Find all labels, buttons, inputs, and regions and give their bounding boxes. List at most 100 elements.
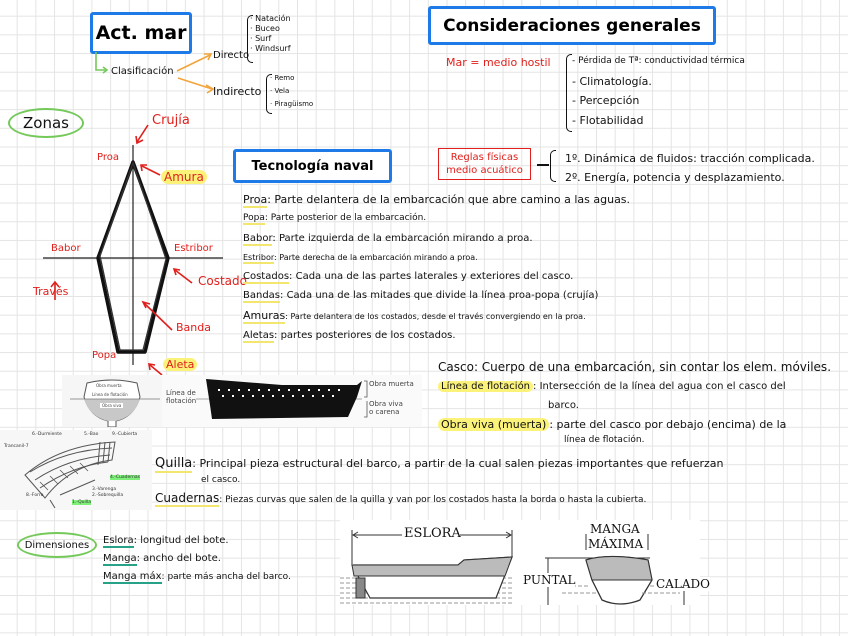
- indirecto-item: · Vela: [270, 87, 290, 95]
- def-cont: barco.: [548, 400, 579, 411]
- right-obra-muerta: Obra muerta: [369, 380, 414, 388]
- definition-row: Bandas: Cada una de las mitades que divi…: [243, 286, 630, 305]
- consideraciones-title: Consideraciones generales: [428, 6, 716, 45]
- classification-arrows: [95, 52, 215, 94]
- def-text: : Parte delantera de los costados, desde…: [285, 311, 586, 321]
- structure-label: 6.-Durmiente: [32, 432, 62, 437]
- cs-obra-viva: Obra viva: [100, 403, 124, 408]
- def-cont: línea de flotación.: [564, 435, 645, 445]
- consideracion-item: - Percepción: [572, 94, 640, 107]
- definition-row: Quilla: Principal pieza estructural del …: [155, 455, 723, 473]
- directo-item: · Windsurf: [250, 44, 291, 53]
- directo-item: · Buceo: [250, 24, 280, 33]
- directo-item: · Surf: [250, 34, 272, 43]
- right-label-line: o carena: [369, 408, 400, 416]
- casco-definitions: Casco: Cuerpo de una embarcación, sin co…: [438, 358, 831, 450]
- def-text: : Parte posterior de la embarcación.: [264, 213, 427, 224]
- def-term: Quilla: [155, 456, 193, 473]
- fig-eslora: ESLORA: [404, 526, 461, 541]
- reglas-fisicas-box: Reglas físicas medio acuático: [438, 148, 531, 180]
- regla-item: 1º. Dinámica de fluidos: tracción compli…: [565, 152, 815, 165]
- hull-frame-drawing: [24, 441, 116, 509]
- consideracion-item: - Climatología.: [572, 74, 652, 88]
- dimensions-figure: ESLORA MANGA MÁXIMA PUNTAL CALADO: [340, 520, 710, 605]
- consideraciones-title-text: Consideraciones generales: [443, 15, 701, 36]
- def-text: : Principal pieza estructural del barco,…: [192, 457, 724, 470]
- indirecto-label: Indirecto: [213, 85, 262, 98]
- act-mar-title: Act. mar: [90, 12, 192, 54]
- structure-label-cuadernas: 4.-Cuadernas: [110, 475, 141, 480]
- def-text: : Cuerpo de una embarcación, sin contar …: [473, 360, 832, 374]
- fig-maxima: MÁXIMA: [588, 537, 644, 551]
- reglas-label: medio acuático: [446, 165, 523, 176]
- def-cont: el casco.: [201, 475, 241, 485]
- def-text: : Cada una de las partes laterales y ext…: [289, 271, 574, 283]
- structure-label: 5.-Bao: [84, 432, 99, 437]
- def-text: : ancho del bote.: [136, 553, 221, 564]
- label-crujia: Crujía: [152, 113, 190, 128]
- boat-zones-diagram: [43, 124, 223, 376]
- ship-silhouette: [196, 379, 368, 419]
- zonas-oval: Zonas: [8, 108, 84, 138]
- indirecto-item: · Piragüismo: [270, 100, 314, 108]
- definition-row: Costados: Cada una de las partes lateral…: [243, 267, 630, 286]
- structure-label: Trancanil-7: [4, 444, 29, 449]
- def-term: Eslora: [103, 535, 134, 548]
- indirecto-item: · Remo: [270, 74, 295, 82]
- def-text: : longitud del bote.: [133, 535, 229, 546]
- label-popa: Popa: [92, 350, 117, 361]
- def-text: : Parte izquierda de la embarcación mira…: [272, 232, 533, 244]
- definition-row: Popa: Parte posterior de la embarcación.: [243, 209, 630, 228]
- fig-calado: CALADO: [656, 577, 710, 591]
- side-linea-label: Línea de flotación: [166, 389, 196, 405]
- structure-label: 9.-Cubierta: [112, 432, 138, 437]
- definition-row: Casco: Cuerpo de una embarcación, sin co…: [438, 358, 831, 377]
- def-text: : Parte delantera de la embarcación que …: [267, 193, 631, 206]
- def-term: Cuadernas: [155, 491, 220, 507]
- label-amura: Amura: [161, 170, 207, 184]
- definition-row: Amuras: Parte delantera de los costados,…: [243, 306, 630, 326]
- structure-label: 2.-Sobrequilla: [92, 493, 124, 498]
- definition-row: Cuadernas: Piezas curvas que salen de la…: [155, 489, 723, 509]
- directo-list: · Natación · Buceo · Surf · Windsurf: [250, 14, 291, 54]
- definition-row: Obra viva (muerta): parte del casco por …: [438, 415, 831, 434]
- piezas-definitions: Quilla: Principal pieza estructural del …: [155, 455, 723, 509]
- definition-row: Aletas: partes posteriores de los costad…: [243, 326, 630, 345]
- tecnologia-definitions: Proa: Parte delantera de la embarcación …: [243, 190, 630, 345]
- clasificacion-label: Clasificación: [111, 66, 174, 77]
- def-text: : Intersección de la línea del agua con …: [533, 381, 786, 392]
- definition-row: Babor: Parte izquierda de la embarcación…: [243, 229, 630, 248]
- def-text: : Parte derecha de la embarcación mirand…: [274, 252, 478, 262]
- cross-section-figure: Obra muerta Línea de flotación Obra viva: [62, 375, 162, 427]
- definition-row: Manga: ancho del bote.: [103, 550, 291, 568]
- definition-row: Eslora: longitud del bote.: [103, 532, 291, 550]
- dimensions-drawing: [340, 530, 685, 605]
- def-term: Manga máx: [103, 571, 162, 584]
- act-mar-title-text: Act. mar: [95, 22, 187, 44]
- dimensiones-oval: Dimensiones: [17, 532, 97, 558]
- def-term: Manga: [103, 553, 137, 566]
- def-term: Línea de flotación: [438, 381, 534, 392]
- def-term: Proa: [243, 193, 268, 208]
- fig-manga: MANGA: [590, 522, 640, 536]
- mar-medio-hostil: Mar = medio hostil: [446, 56, 551, 69]
- regla-item: 2º. Energía, potencia y desplazamiento.: [565, 171, 785, 184]
- definition-row: Manga máx: parte más ancha del barco.: [103, 568, 291, 586]
- structure-label: 8.-Forro: [26, 493, 44, 498]
- reglas-label: Reglas físicas: [450, 152, 519, 163]
- label-costado: Costado: [198, 274, 247, 288]
- def-text: : parte más ancha del barco.: [161, 572, 291, 582]
- cs-obra-muerta: Obra muerta: [96, 383, 122, 388]
- def-text: : Cada una de las mitades que divide la …: [280, 290, 599, 302]
- def-term: Babor: [243, 232, 273, 246]
- structure-label: 3.-Varenga: [92, 487, 117, 492]
- label-babor: Babor: [51, 243, 81, 254]
- ship-side-figure: Línea de flotación Obra muerta Obra viva…: [162, 375, 422, 427]
- def-term: Casco: [438, 360, 474, 374]
- hull-structure-figure: 6.-Durmiente 5.-Bao 9.-Cubierta Trancani…: [0, 430, 152, 510]
- structure-label-quilla: 1.-Quilla: [72, 500, 91, 505]
- def-term: Amuras: [243, 308, 286, 324]
- definition-row: Línea de flotación: Intersección de la l…: [438, 377, 831, 396]
- directo-item: · Natación: [250, 14, 291, 23]
- consideracion-item: - Pérdida de Tª: conductividad térmica: [572, 56, 745, 66]
